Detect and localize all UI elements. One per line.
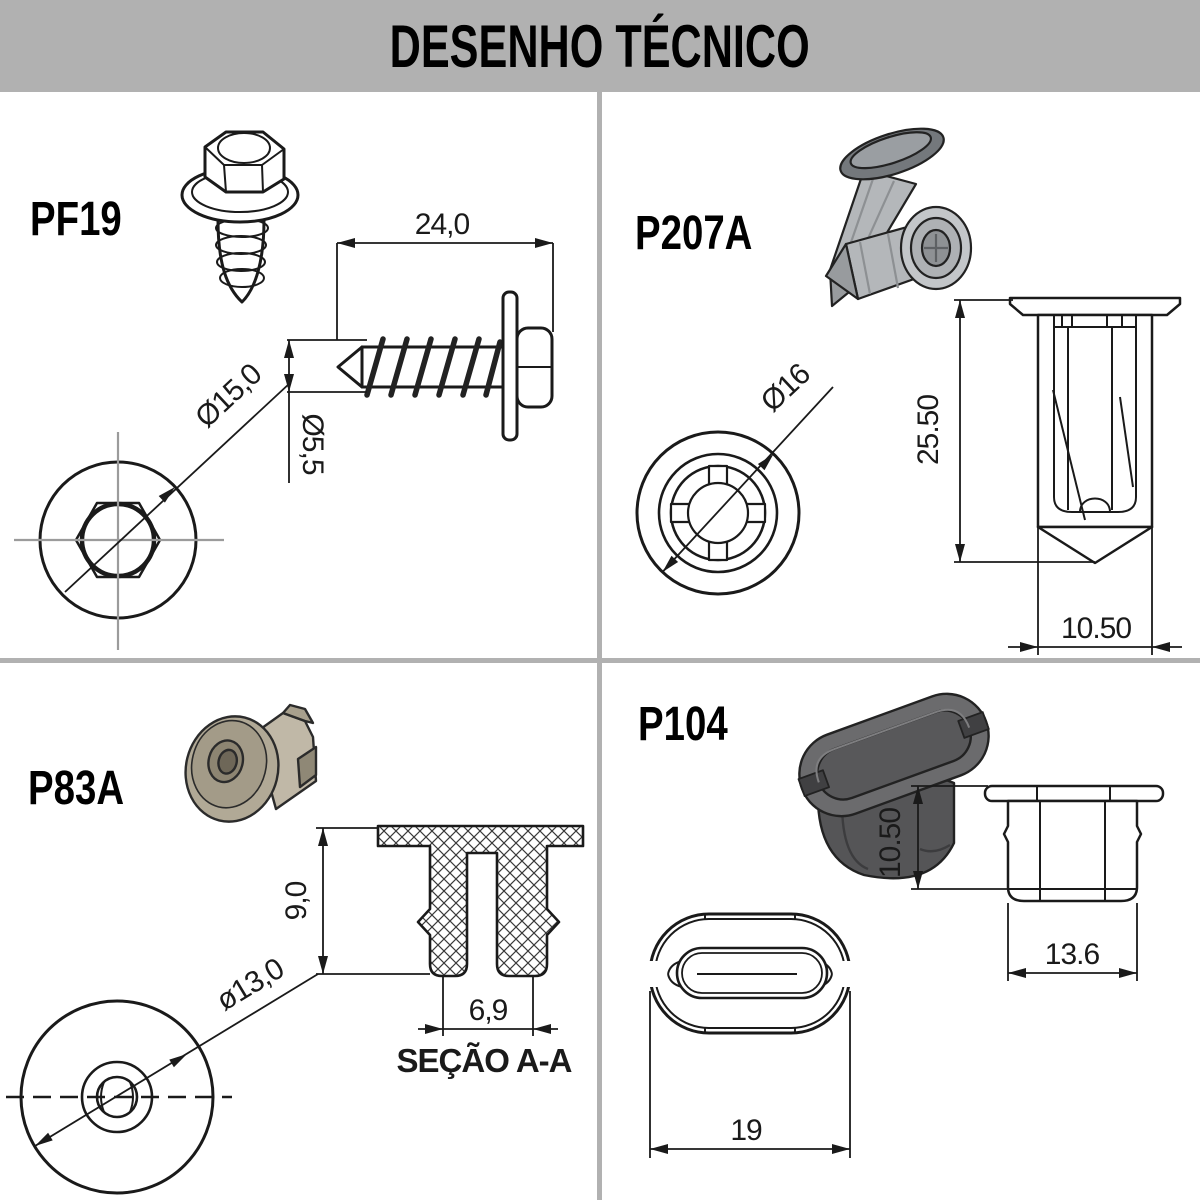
pf19-drawing: 24,0 Ø5,5	[14, 130, 554, 650]
p207a-length-dim: 25.50	[912, 395, 945, 465]
p104-top-view: 19	[640, 912, 860, 1158]
pf19-3d-view	[180, 130, 300, 304]
panel-pf19: PF19 24,0	[0, 92, 597, 658]
p104-3d-view	[797, 692, 990, 880]
p104-height-dim: 10.50	[874, 808, 907, 878]
p83a-section-view: 9,0 6,9 SEÇÃO A-A	[280, 824, 585, 1079]
p104-drawing: 10.50 13.6	[640, 692, 1165, 1158]
p104-body-width-dim: 13.6	[1045, 938, 1100, 971]
p207a-front-view: Ø16	[635, 357, 834, 596]
part-label-p83a: P83A	[28, 762, 125, 815]
p83a-3d-view	[184, 703, 318, 823]
pf19-head-diameter-dim: Ø15,0	[189, 358, 268, 435]
title-bar: DESENHO TÉCNICO	[0, 0, 1200, 92]
p207a-side-view: 25.50 10.50	[912, 296, 1182, 655]
p83a-height-dim: 9,0	[280, 881, 313, 920]
p83a-front-view: ø13,0	[6, 952, 319, 1195]
p207a-3d-view	[824, 127, 973, 308]
panel-p83a: P83A	[0, 663, 597, 1200]
horizontal-divider	[0, 658, 1200, 663]
p207a-flange-diameter-dim: Ø16	[755, 357, 817, 418]
pf19-shank-diameter-dim: Ø5,5	[296, 413, 329, 474]
pf19-length-dim: 24,0	[415, 208, 470, 241]
page-title: DESENHO TÉCNICO	[389, 12, 811, 80]
panel-p207a: P207A	[602, 92, 1200, 658]
p207a-drawing: Ø16	[635, 127, 1182, 655]
p207a-body-width-dim: 10.50	[1061, 612, 1131, 645]
pf19-side-view: 24,0 Ø5,5	[284, 208, 554, 483]
panel-p104: P104	[602, 663, 1200, 1200]
p104-side-view: 10.50 13.6	[874, 784, 1165, 981]
part-label-p104: P104	[638, 698, 728, 751]
part-label-pf19: PF19	[30, 193, 122, 246]
pf19-front-view: Ø15,0	[14, 358, 291, 650]
p83a-section-label: SEÇÃO A-A	[397, 1042, 572, 1079]
vertical-divider	[597, 92, 602, 1200]
part-label-p207a: P207A	[635, 207, 753, 260]
p83a-slot-width-dim: 6,9	[469, 994, 508, 1027]
p83a-drawing: 9,0 6,9 SEÇÃO A-A ø13,0	[6, 703, 585, 1195]
p104-length-dim: 19	[730, 1114, 762, 1147]
p83a-flange-diameter-dim: ø13,0	[211, 952, 290, 1017]
